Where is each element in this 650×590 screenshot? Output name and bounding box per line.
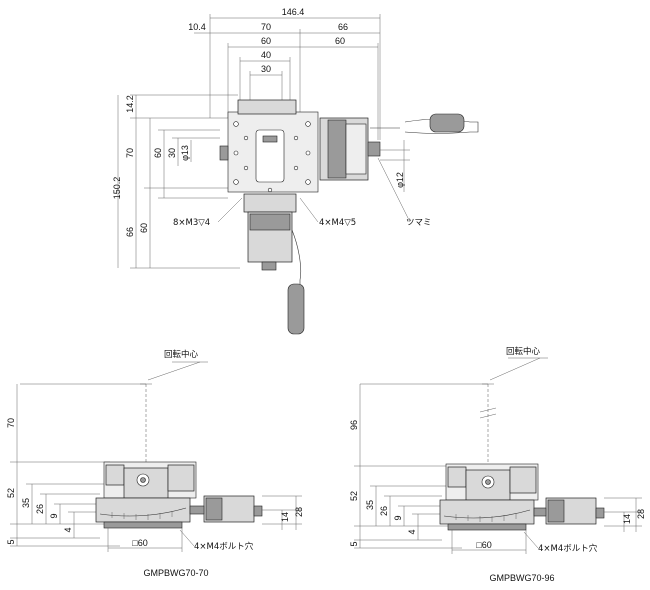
holes-m4-label: 4×M4▽5 bbox=[319, 218, 356, 228]
dim-top-3: 70 bbox=[261, 22, 271, 32]
dim-b-5: 5 bbox=[349, 541, 359, 546]
mounting-holes bbox=[233, 121, 311, 193]
dim-left-6: 150.2 bbox=[112, 177, 122, 200]
dim-a-4: 4 bbox=[63, 527, 73, 532]
bolt-label-b: 4×M4ボルト穴 bbox=[538, 543, 598, 554]
dim-top-8: 30 bbox=[261, 64, 271, 74]
dim-a-5: 5 bbox=[6, 539, 16, 544]
dim-top-6: 60 bbox=[335, 36, 345, 46]
dim-right-phi12: φ12 bbox=[395, 172, 405, 188]
dim-b-26: 26 bbox=[379, 506, 389, 516]
stage-b-lower bbox=[439, 499, 535, 525]
model-label-a: GMPBWG70-70 bbox=[143, 568, 208, 578]
dim-top-7: 40 bbox=[261, 50, 271, 60]
dim-a-14: 14 bbox=[280, 512, 290, 522]
dim-b-28: 28 bbox=[636, 509, 646, 519]
dim-b-14: 14 bbox=[622, 514, 632, 524]
dim-b-52: 52 bbox=[349, 491, 359, 501]
lower-bracket bbox=[243, 193, 297, 213]
dim-a-52: 52 bbox=[6, 488, 16, 498]
dim-top-1: 146.4 bbox=[282, 7, 305, 17]
model-label-b: GMPBWG70-96 bbox=[489, 573, 554, 583]
dim-left-8: 60 bbox=[139, 223, 149, 233]
connector-right bbox=[429, 113, 465, 133]
knob-lower bbox=[261, 261, 277, 271]
dim-left-4: 30 bbox=[167, 148, 177, 158]
dim-a-28: 28 bbox=[294, 507, 304, 517]
cable-right bbox=[370, 118, 479, 134]
dim-left-2: 70 bbox=[125, 148, 135, 158]
dim-top-2: 10.4 bbox=[188, 22, 206, 32]
stage-a-lower bbox=[95, 497, 191, 523]
dim-a-35: 35 bbox=[21, 498, 31, 508]
dim-a-26: 26 bbox=[35, 504, 45, 514]
rotation-center-label-a: 回転中心 bbox=[164, 349, 199, 360]
dim-top-5: 60 bbox=[261, 36, 271, 46]
cable-lower bbox=[291, 229, 302, 290]
side-view-a: 回転中心 70 52 35 26 9 4 5 bbox=[6, 349, 304, 578]
center-slot bbox=[255, 129, 285, 183]
top-view: 146.4 10.4 70 66 60 60 40 30 14.2 70 60 … bbox=[112, 7, 479, 335]
dim-left-7: 66 bbox=[125, 227, 135, 237]
scale-a bbox=[99, 507, 187, 517]
knob-label: ツマミ bbox=[406, 218, 432, 228]
dim-left-1: 14.2 bbox=[125, 95, 135, 113]
bolt-label-a: 4×M4ボルト穴 bbox=[194, 541, 254, 552]
stage-rear-block bbox=[237, 99, 297, 115]
dim-b-4: 4 bbox=[407, 529, 417, 534]
connector-lower bbox=[287, 283, 305, 335]
scale-b bbox=[443, 509, 531, 519]
dim-left-3: 60 bbox=[153, 148, 163, 158]
dim-left-5: φ13 bbox=[180, 145, 190, 161]
dim-a-70: 70 bbox=[6, 418, 16, 428]
dim-top-4: 66 bbox=[338, 22, 348, 32]
dim-a-9: 9 bbox=[49, 513, 59, 518]
dim-b-sq60: □60 bbox=[476, 540, 491, 550]
side-clamp bbox=[219, 145, 229, 161]
dim-a-sq60: □60 bbox=[132, 538, 147, 548]
dim-b-9: 9 bbox=[393, 515, 403, 520]
side-view-b: 回転中心 96 52 35 26 9 4 5 bbox=[349, 346, 646, 583]
holes-m3-label: 8×M3▽4 bbox=[173, 218, 210, 228]
rotation-center-label-b: 回転中心 bbox=[506, 346, 541, 357]
dim-b-35: 35 bbox=[365, 500, 375, 510]
dim-b-96: 96 bbox=[349, 420, 359, 430]
knob-right bbox=[367, 141, 381, 157]
